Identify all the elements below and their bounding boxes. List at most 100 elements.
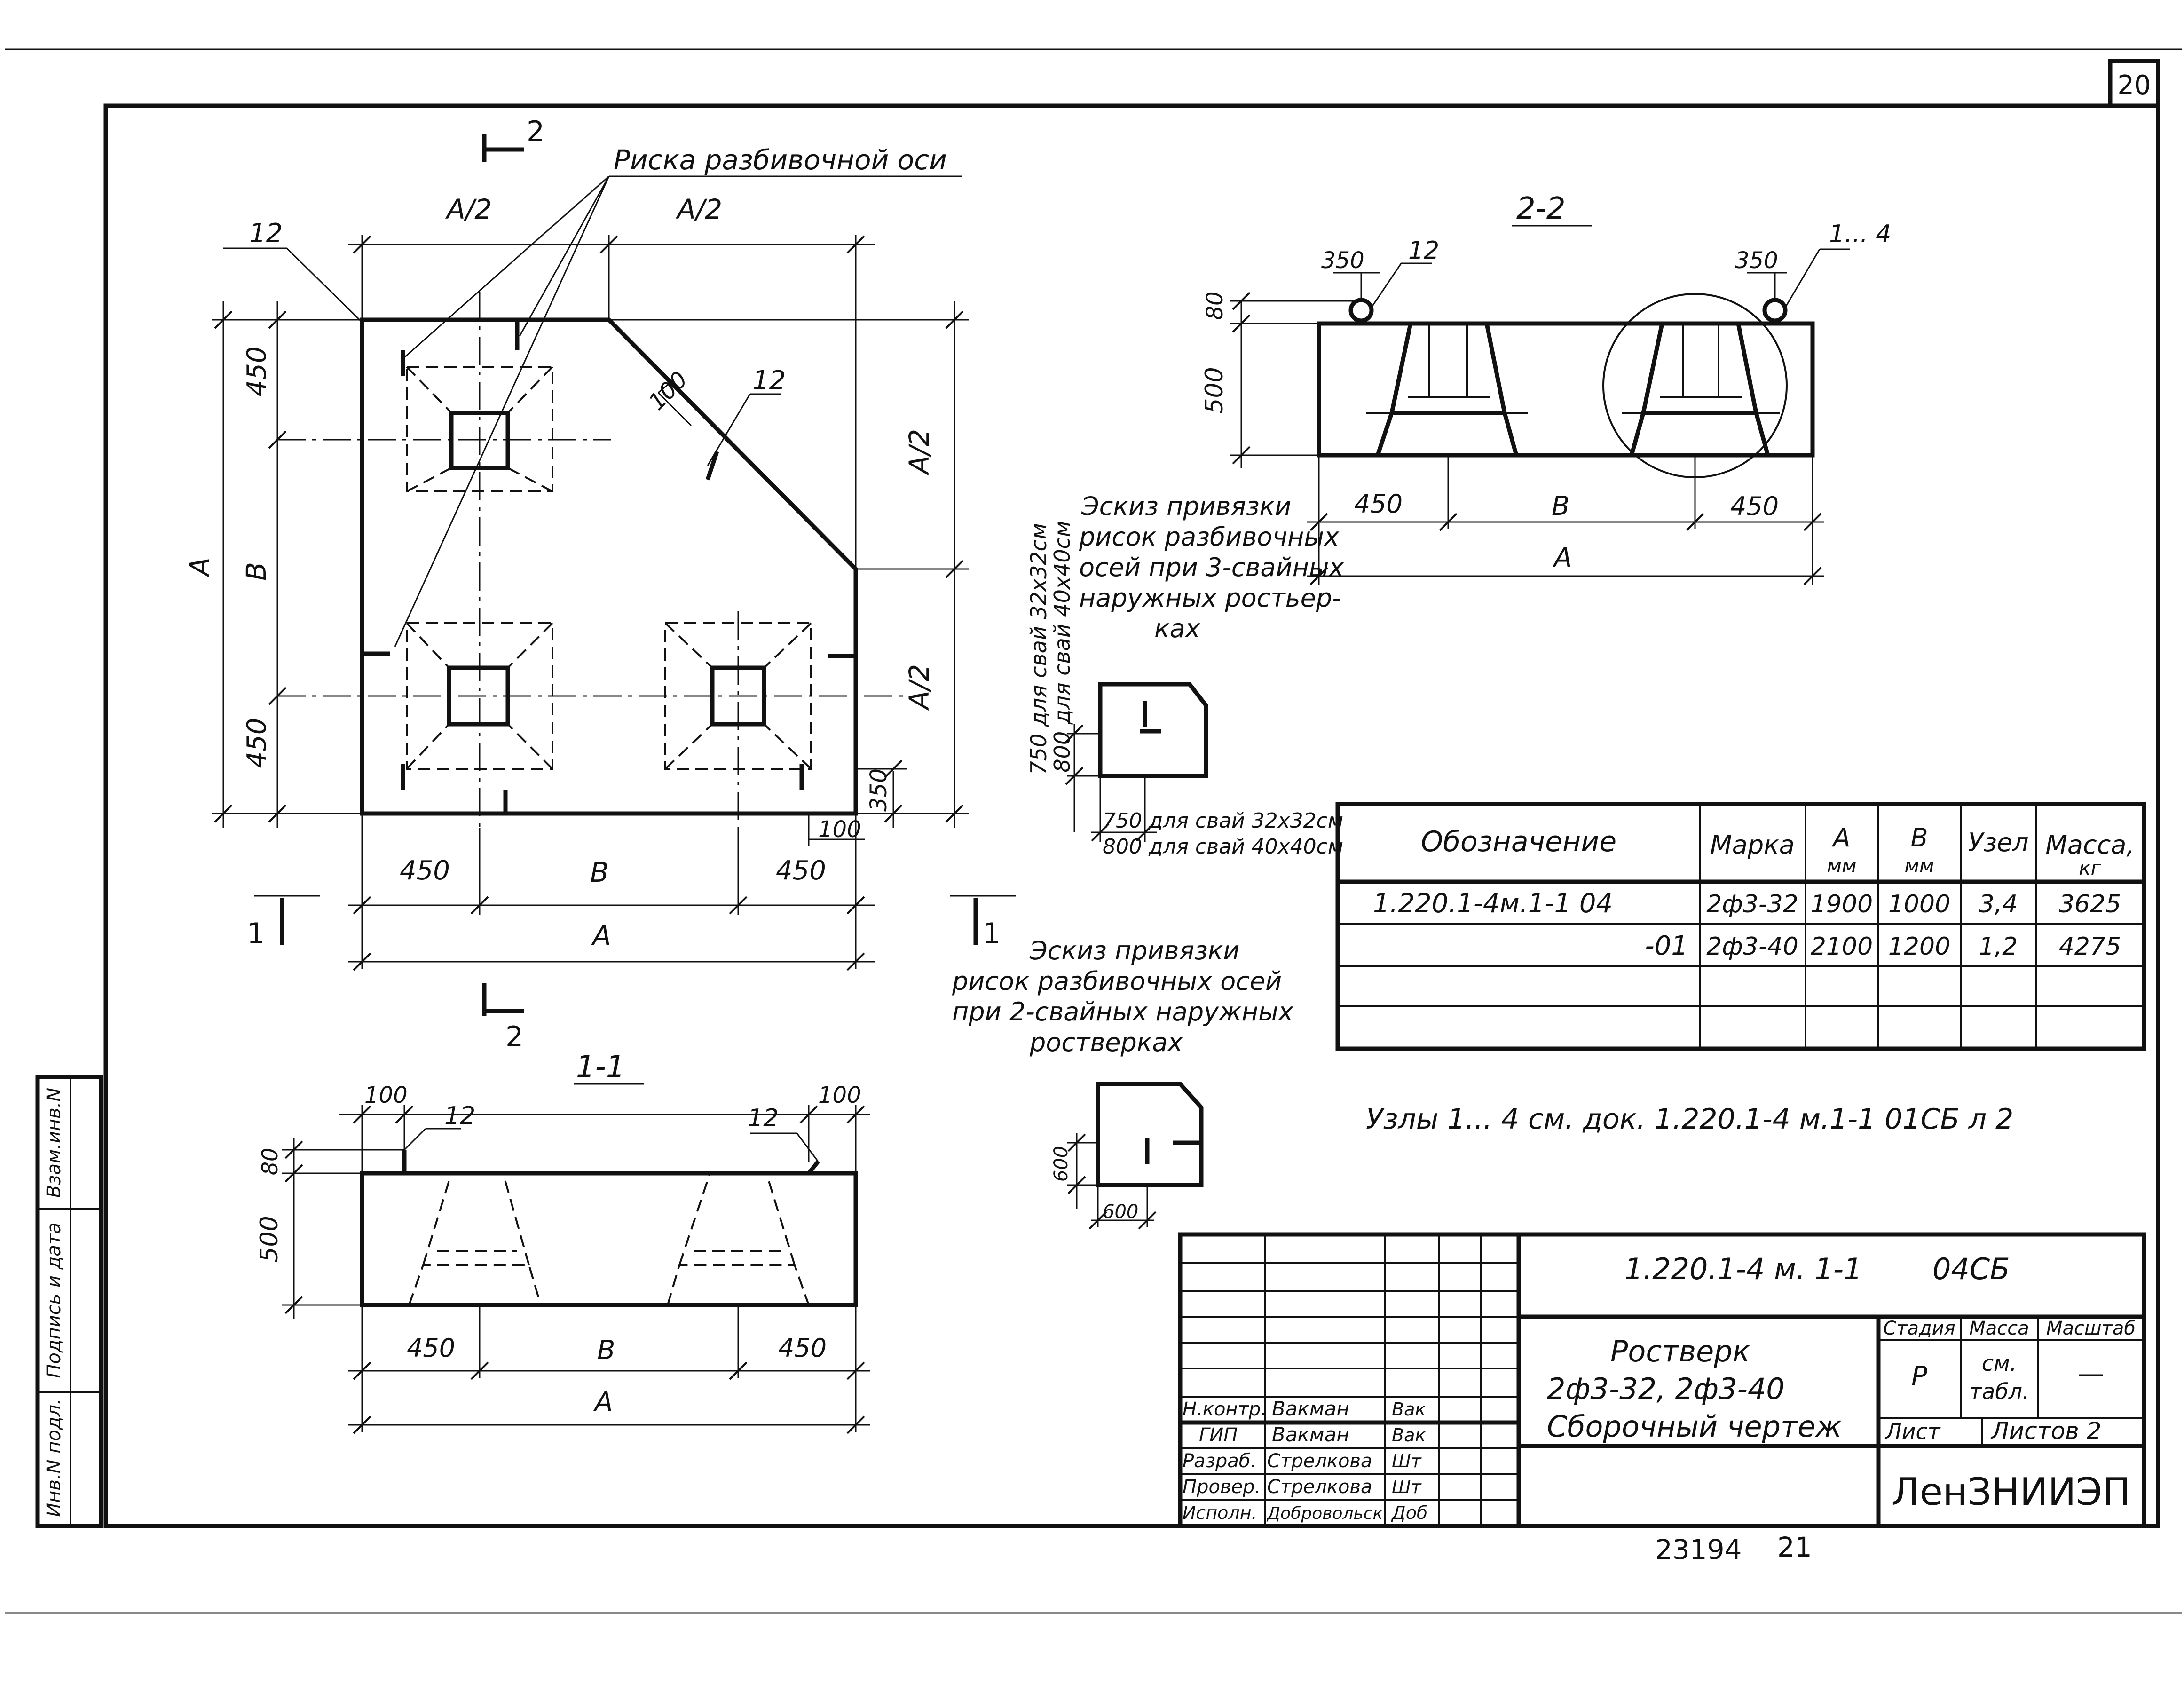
title-block bbox=[1178, 1232, 2146, 1528]
sign-mark-2: Вак bbox=[1392, 1425, 1426, 1446]
sheet-number: 20 bbox=[2117, 70, 2151, 101]
title-block-doc-code: 1.220.1-4 м. 1-1 bbox=[1624, 1252, 1862, 1286]
plan-cut-2-bottom: 2 bbox=[505, 1020, 523, 1053]
sketch-2pile-caption-4: ростверках bbox=[1029, 1028, 1183, 1057]
title-block-stage-value: Р bbox=[1911, 1361, 1927, 1391]
plan-cut-2-top: 2 bbox=[527, 115, 544, 148]
section-1-1-dim-450-right: 450 bbox=[778, 1333, 827, 1363]
section-1-1-dim-80: 80 bbox=[257, 1148, 283, 1176]
section-2-2-node-1-4: 1... 4 bbox=[1829, 220, 1891, 248]
sketch-2pile-caption-2: рисок разбивочных осей bbox=[952, 966, 1282, 996]
plan-dim-100-right: 100 bbox=[818, 816, 861, 843]
plan-dim-100-chamfer: 100 bbox=[644, 366, 693, 415]
plan-dim-b-bottom: B bbox=[590, 856, 609, 888]
sketch-3pile-caption-2: рисок разбивочных bbox=[1079, 522, 1340, 552]
sketch-3pile-hdim-2: 800 для свай 40x40см bbox=[1103, 835, 1343, 859]
sign-name-2: Вакман bbox=[1272, 1423, 1349, 1446]
spec-table bbox=[1335, 802, 2146, 1051]
section-1-1-dim-500: 500 bbox=[255, 1216, 284, 1262]
title-block-mass-value-2: табл. bbox=[1969, 1379, 2029, 1404]
side-stamp-inv-label: Инв.N подл. bbox=[43, 1399, 65, 1517]
spec-row2-mark: 2ф3-40 bbox=[1706, 933, 1798, 961]
section-1-1 bbox=[282, 1083, 870, 1434]
sign-name-1: Вакман bbox=[1272, 1397, 1349, 1420]
section-2-2-dim-450-right: 450 bbox=[1730, 491, 1779, 521]
section-1-1-node-12-left: 12 bbox=[444, 1102, 475, 1130]
spec-row1-mass: 3625 bbox=[2059, 890, 2121, 918]
title-block-stage-label: Стадия bbox=[1883, 1318, 1955, 1339]
plan-axis-mark-note: Риска разбивочной оси bbox=[614, 144, 947, 176]
spec-header-b: B bbox=[1910, 823, 1928, 853]
spec-row1-mark: 2ф3-32 bbox=[1706, 890, 1798, 918]
plan-cut-1-right: 1 bbox=[983, 917, 1001, 950]
plan-dim-a-left: A bbox=[184, 557, 216, 578]
sheet-frame bbox=[5, 48, 2182, 1614]
plan-dim-450-left-top: 450 bbox=[242, 347, 272, 397]
section-2-2 bbox=[1230, 225, 1850, 585]
section-2-2-dim-500: 500 bbox=[1200, 367, 1229, 413]
sketch-3pile-hdim-1: 750 для свай 32x32см bbox=[1103, 809, 1343, 833]
footer-page-number: 21 bbox=[1777, 1531, 1812, 1563]
sign-mark-5: Доб bbox=[1391, 1502, 1427, 1523]
plan-dim-450-bottom-left: 450 bbox=[400, 855, 450, 886]
sketch-2pile-caption-1: Эскиз привязки bbox=[1029, 936, 1239, 965]
section-1-1-node-12-right: 12 bbox=[748, 1104, 779, 1132]
spec-row1-designation: 1.220.1-4м.1-1 04 bbox=[1373, 888, 1613, 919]
plan-dim-450-bottom-right: 450 bbox=[776, 855, 826, 886]
plan-dim-450-left-bottom: 450 bbox=[242, 718, 272, 768]
side-stamp-repl-label: Взам.инв.N bbox=[43, 1088, 65, 1198]
sign-role-1: Н.контр. bbox=[1183, 1399, 1267, 1420]
spec-header-node: Узел bbox=[1968, 828, 2028, 857]
nodes-reference-note: Узлы 1... 4 см. док. 1.220.1-4 м.1-1 01С… bbox=[1366, 1103, 2013, 1136]
sketch-3pile-vdim-2: 800 для свай 40x40см bbox=[1049, 521, 1075, 772]
sketch-2pile-caption-3: при 2-свайных наружных bbox=[952, 997, 1294, 1027]
title-block-doc-suffix: 04СБ bbox=[1932, 1252, 2010, 1286]
spec-row2-a: 2100 bbox=[1811, 933, 1873, 961]
sketch-3pile-caption-4: наружных ростьер- bbox=[1079, 583, 1341, 613]
plan-view bbox=[212, 134, 1016, 1016]
plan-dim-a-half-right-bottom: A/2 bbox=[903, 664, 935, 711]
spec-row2-designation: -01 bbox=[1645, 931, 1688, 961]
section-2-2-dim-350-left: 350 bbox=[1321, 247, 1364, 274]
section-1-1-dim-100-right: 100 bbox=[818, 1082, 861, 1108]
title-block-scale-label: Масштаб bbox=[2046, 1318, 2136, 1339]
spec-row2-mass: 4275 bbox=[2059, 933, 2121, 961]
spec-row2-node: 1,2 bbox=[1979, 933, 2018, 961]
section-1-1-dim-100-left: 100 bbox=[364, 1082, 408, 1108]
spec-header-b-unit: мм bbox=[1904, 854, 1934, 877]
sketch-3pile bbox=[1065, 682, 1208, 842]
sketch-3pile-caption-5: ках bbox=[1154, 614, 1201, 643]
sign-mark-3: Шт bbox=[1392, 1451, 1422, 1471]
spec-header-a-unit: мм bbox=[1827, 854, 1856, 877]
sketch-2pile-dim-h: 600 bbox=[1103, 1201, 1138, 1223]
section-1-1-dim-450-left: 450 bbox=[407, 1333, 455, 1363]
sketch-2pile bbox=[1067, 1082, 1204, 1230]
sign-name-5: Добровольск. bbox=[1266, 1504, 1388, 1523]
title-block-sheet-label: Лист bbox=[1884, 1419, 1941, 1444]
spec-row1-a: 1900 bbox=[1811, 890, 1873, 918]
section-2-2-dim-350-right: 350 bbox=[1735, 247, 1778, 274]
spec-header-mass: Масса, bbox=[2045, 830, 2134, 860]
title-block-mass-value-1: см. bbox=[1982, 1351, 2017, 1376]
spec-header-mass-unit: кг bbox=[2079, 856, 2101, 879]
plan-dim-a-half-right-top: A/2 bbox=[903, 429, 935, 476]
section-1-1-dim-a: A bbox=[593, 1387, 613, 1417]
title-block-mass-label: Масса bbox=[1969, 1318, 2029, 1339]
spec-header-a: A bbox=[1832, 823, 1851, 853]
section-2-2-node-12: 12 bbox=[1408, 237, 1439, 265]
title-block-sheets-label: Листов 2 bbox=[1990, 1417, 2101, 1445]
plan-dim-a-bottom: A bbox=[591, 920, 611, 952]
spec-row2-b: 1200 bbox=[1888, 933, 1950, 961]
plan-node-12-b: 12 bbox=[752, 365, 786, 396]
side-stamp bbox=[35, 1075, 103, 1528]
side-stamp-sign-label: Подпись и дата bbox=[43, 1222, 65, 1378]
section-2-2-dim-b: B bbox=[1552, 491, 1569, 522]
section-1-1-dim-b: B bbox=[597, 1335, 615, 1366]
sketch-2pile-dim-v: 600 bbox=[1050, 1146, 1072, 1182]
plan-dim-b-left: B bbox=[240, 562, 272, 581]
plan-cut-1-left: 1 bbox=[247, 917, 265, 950]
title-block-name-1: Ростверк bbox=[1610, 1334, 1750, 1368]
sketch-3pile-caption-1: Эскиз привязки bbox=[1081, 491, 1291, 521]
